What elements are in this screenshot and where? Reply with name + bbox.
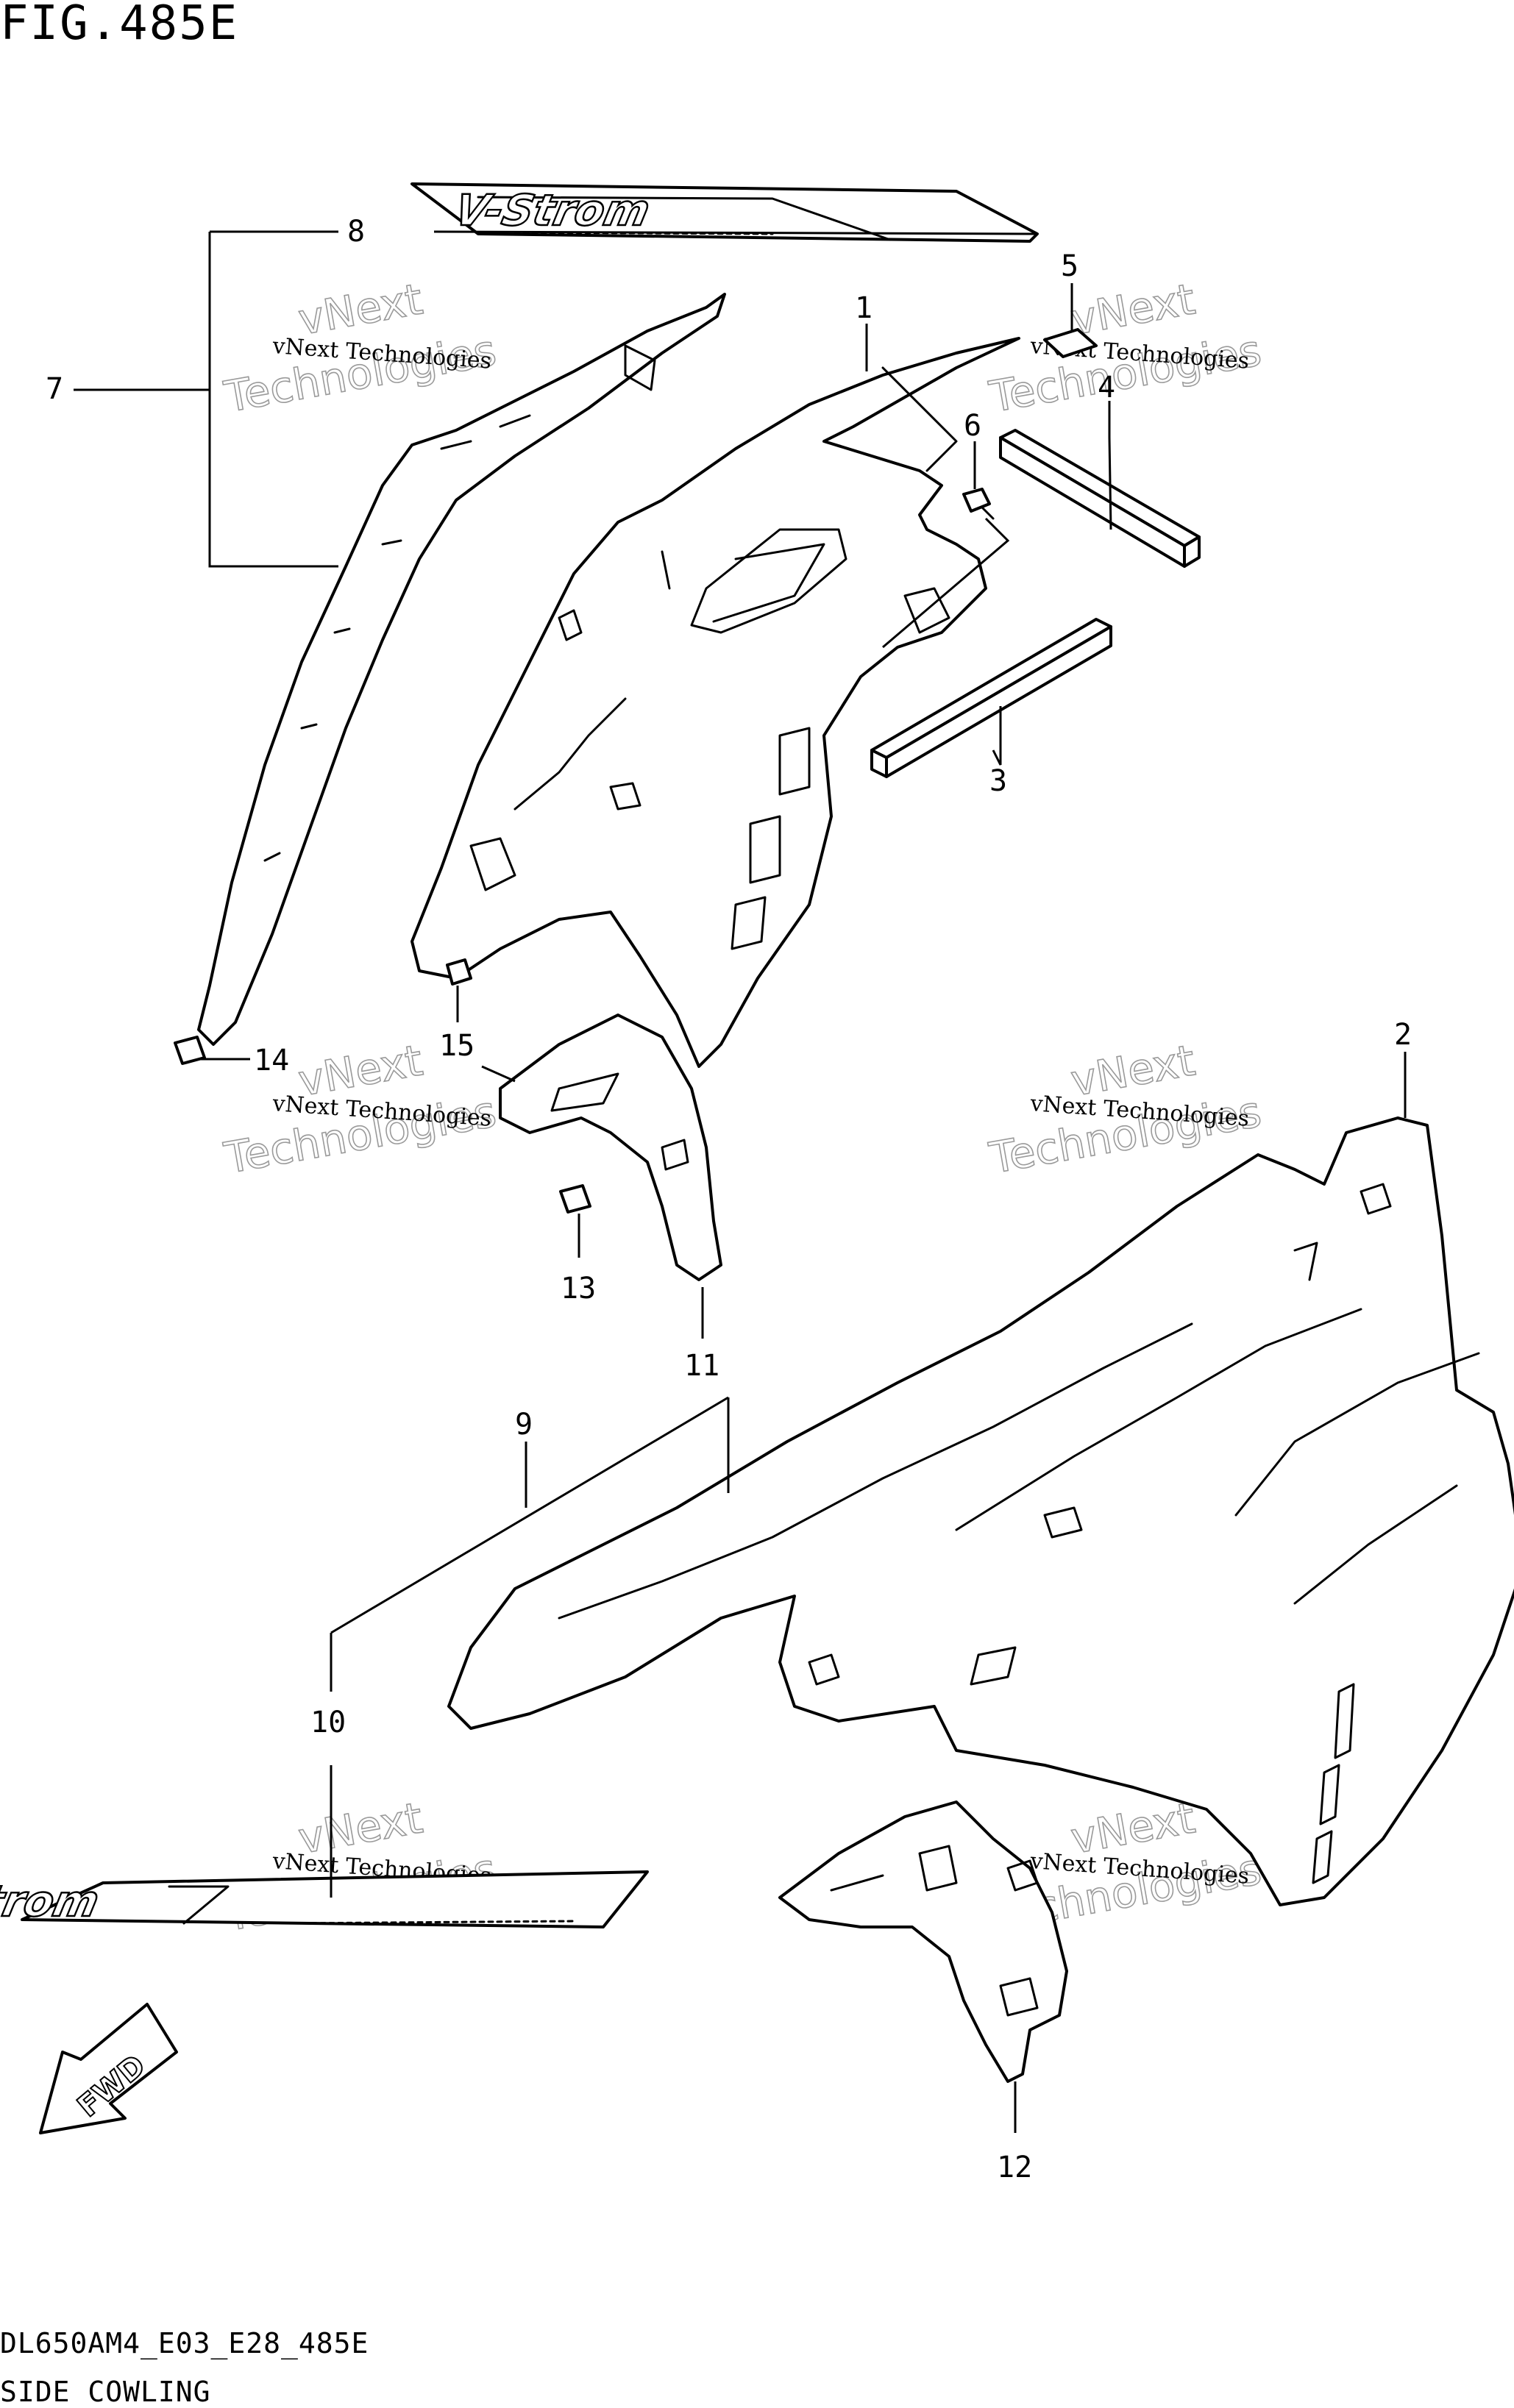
watermark-brand-top: vNext bbox=[295, 274, 427, 344]
clip-5 bbox=[1043, 328, 1098, 358]
figure-name: SIDE COWLING bbox=[0, 2376, 211, 2408]
callout-13: 13 bbox=[561, 1272, 596, 1305]
callout-9: 9 bbox=[515, 1408, 533, 1442]
strip-4 bbox=[999, 429, 1201, 568]
screw-13 bbox=[559, 1184, 591, 1214]
callout-5: 5 bbox=[1061, 249, 1078, 283]
watermark-4: vNext Technologies vNext Technologies bbox=[985, 1035, 1265, 1184]
bracket-11 bbox=[499, 1014, 722, 1281]
watermark-brand-top: vNext bbox=[1067, 274, 1199, 344]
callout-7: 7 bbox=[46, 372, 63, 406]
callout-4: 4 bbox=[1098, 371, 1115, 405]
side-cowling bbox=[447, 1116, 1514, 1906]
callout-8: 8 bbox=[347, 215, 365, 249]
screw-6 bbox=[962, 488, 995, 520]
callout-6: 6 bbox=[964, 409, 981, 443]
callout-15: 15 bbox=[439, 1029, 475, 1063]
callout-11: 11 bbox=[684, 1349, 719, 1383]
nut-15 bbox=[446, 958, 472, 986]
decal-upper-text: V-Strom bbox=[450, 186, 654, 235]
bracket-12 bbox=[778, 1800, 1068, 2083]
figure-title: FIG.485E bbox=[0, 0, 239, 51]
figure-code: DL650AM4_E03_E28_485E bbox=[0, 2327, 369, 2359]
watermark-2: vNext Technologies vNext Technologies bbox=[985, 274, 1265, 423]
callout-14: 14 bbox=[254, 1044, 289, 1077]
leader-lines bbox=[74, 230, 1407, 2133]
callout-12: 12 bbox=[997, 2151, 1032, 2184]
callout-10: 10 bbox=[310, 1706, 346, 1739]
decal-lower-text: V-Strom bbox=[0, 1877, 104, 1926]
top-trim bbox=[197, 293, 726, 1046]
callout-2: 2 bbox=[1394, 1018, 1412, 1052]
strip-3 bbox=[870, 618, 1112, 778]
inner-panel bbox=[411, 337, 1020, 1068]
decal-upper: V-Strom bbox=[411, 182, 1039, 243]
decal-lower: V-Strom bbox=[0, 1870, 649, 1928]
callout-1: 1 bbox=[855, 291, 872, 325]
fwd-arrow-icon: FWD bbox=[39, 2003, 178, 2134]
watermark-1: vNext Technologies vNext Technologies bbox=[220, 274, 500, 423]
screw-14 bbox=[174, 1036, 206, 1065]
callouts: 1 2 3 4 5 6 7 8 9 10 11 12 13 14 15 bbox=[46, 215, 1412, 2184]
callout-3: 3 bbox=[989, 764, 1007, 798]
